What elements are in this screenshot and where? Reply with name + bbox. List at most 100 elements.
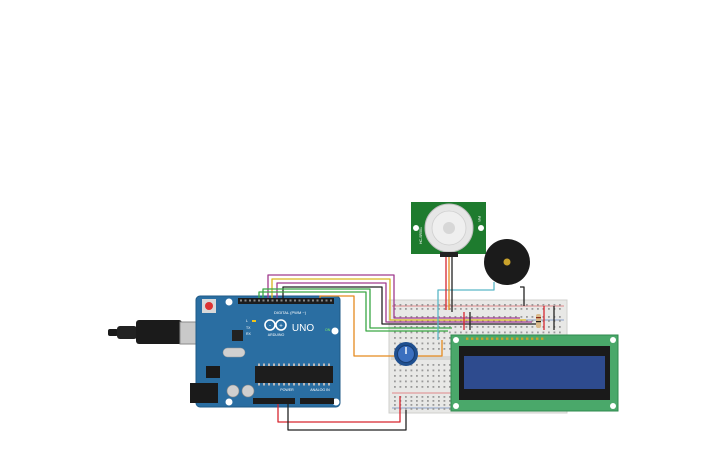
breadboard-hole	[427, 369, 429, 372]
breadboard-hole	[537, 304, 539, 306]
breadboard-hole	[421, 304, 424, 306]
breadboard-hole	[493, 308, 495, 310]
chip-pin	[303, 383, 305, 386]
lcd-pin	[521, 337, 524, 340]
header-pin	[249, 299, 251, 302]
breadboard-hole	[548, 326, 550, 328]
chip-pin	[278, 383, 280, 386]
chip-pin	[268, 363, 270, 366]
breadboard-hole	[427, 380, 429, 383]
breadboard-hole	[438, 364, 440, 366]
breadboard-hole	[394, 396, 396, 398]
breadboard-hole	[432, 380, 435, 383]
lcd-pin	[491, 337, 494, 340]
breadboard-hole	[416, 348, 418, 350]
breadboard-hole	[432, 348, 435, 350]
breadboard-hole	[405, 404, 407, 406]
breadboard-hole	[399, 337, 402, 339]
breadboard-hole	[454, 308, 457, 310]
chip-pin	[273, 383, 275, 386]
breadboard-hole	[410, 316, 413, 318]
lcd-pin	[541, 337, 544, 340]
arduino-brand-text: ARDUINO	[268, 333, 285, 337]
capacitor-2	[241, 384, 255, 398]
breadboard-hole	[432, 369, 435, 372]
breadboard-hole	[438, 396, 440, 398]
breadboard-hole	[432, 364, 435, 366]
breadboard-hole	[394, 364, 396, 366]
breadboard-hole	[443, 316, 446, 318]
breadboard-hole	[515, 326, 517, 328]
breadboard-hole	[476, 326, 479, 328]
breadboard-hole	[531, 320, 534, 322]
breadboard-hole	[416, 375, 418, 377]
breadboard-hole	[460, 326, 462, 328]
breadboard-hole	[542, 331, 545, 334]
breadboard-hole	[509, 326, 512, 328]
breadboard-hole	[432, 375, 435, 377]
digital-header-pins	[240, 299, 332, 302]
breadboard-hole	[394, 404, 396, 406]
breadboard-hole	[476, 320, 479, 322]
breadboard-hole	[421, 380, 424, 383]
breadboard-hole	[438, 369, 440, 372]
breadboard-hole	[438, 400, 440, 402]
breadboard-hole	[438, 408, 440, 410]
chip-pin	[268, 383, 270, 386]
breadboard-hole	[438, 316, 440, 318]
breadboard-hole	[498, 316, 501, 318]
chip-pin	[298, 383, 300, 386]
breadboard-hole	[531, 331, 534, 334]
breadboard-hole	[438, 380, 440, 383]
breadboard-hole	[394, 331, 396, 334]
breadboard-hole	[449, 337, 451, 339]
header-pin	[294, 299, 296, 302]
wire-yellow	[271, 278, 526, 321]
breadboard-hole	[559, 331, 561, 334]
header-pin	[307, 299, 310, 302]
breadboard-hole	[410, 364, 413, 366]
breadboard-hole	[427, 331, 429, 334]
chip-pin	[293, 383, 295, 386]
breadboard-hole	[421, 396, 424, 398]
chip-pin	[323, 363, 325, 366]
breadboard-hole	[509, 320, 512, 322]
lcd-pin	[481, 337, 484, 340]
breadboard-hole	[443, 386, 446, 388]
breadboard-hole	[421, 342, 424, 345]
header-pin	[271, 299, 274, 302]
breadboard-hole	[465, 304, 468, 306]
breadboard-hole	[498, 331, 501, 334]
lcd-screen	[464, 356, 605, 389]
breadboard-hole	[493, 320, 495, 322]
breadboard-hole	[548, 316, 550, 318]
breadboard-hole	[471, 320, 473, 322]
breadboard-hole	[443, 364, 446, 366]
breadboard-hole	[438, 375, 440, 377]
breadboard-hole	[427, 316, 429, 318]
breadboard-hole	[410, 380, 413, 383]
breadboard-hole	[526, 304, 528, 306]
breadboard-hole	[471, 304, 473, 306]
breadboard-hole	[465, 326, 468, 328]
breadboard-hole	[548, 331, 550, 334]
breadboard-hole	[449, 331, 451, 334]
breadboard-hole	[443, 320, 446, 322]
breadboard-hole	[399, 364, 402, 366]
breadboard-hole	[504, 326, 506, 328]
breadboard-hole	[449, 380, 451, 383]
breadboard-hole	[432, 404, 435, 406]
breadboard-hole	[438, 326, 440, 328]
lcd-pin	[526, 337, 529, 340]
breadboard-hole	[405, 304, 407, 306]
breadboard-hole	[394, 304, 396, 306]
svg-text:-: -	[269, 323, 271, 329]
header-pin	[262, 299, 265, 302]
breadboard-hole	[449, 320, 451, 322]
breadboard-hole	[438, 404, 440, 406]
breadboard-hole	[427, 404, 429, 406]
breadboard-hole	[399, 331, 402, 334]
breadboard-hole	[394, 380, 396, 383]
breadboard-hole	[454, 304, 457, 306]
breadboard-hole	[410, 396, 413, 398]
